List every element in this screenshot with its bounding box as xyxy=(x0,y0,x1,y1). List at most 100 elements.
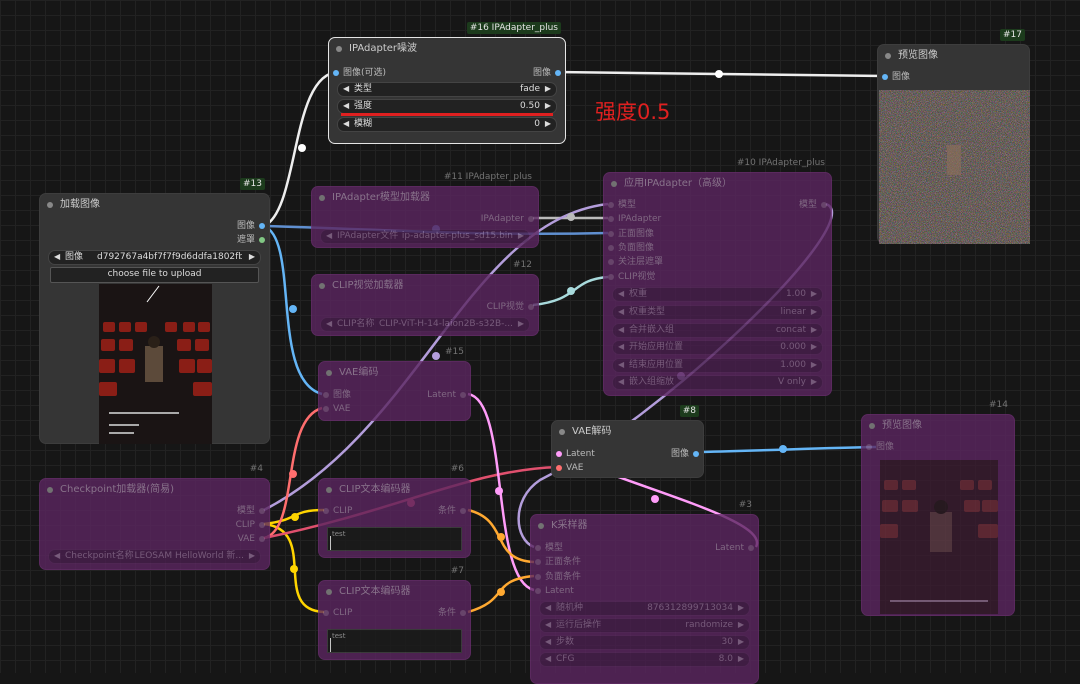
output-slot-latent[interactable]: Latent xyxy=(427,389,466,401)
node-ipadapter-loader[interactable]: #11 IPAdapter_plus IPAdapter模型加载器 IPAdap… xyxy=(311,172,539,248)
node-title[interactable]: CLIP文本编码器 xyxy=(319,581,470,603)
widget-image-file[interactable]: ◀图像d792767a4bf7f7f9d6ddfa1802fb76...▶ xyxy=(48,250,261,265)
output-slot-clip-vision[interactable]: CLIP视觉 xyxy=(487,301,534,313)
input-slot-image[interactable]: 图像 xyxy=(323,389,351,401)
input-slot-vae[interactable]: VAE xyxy=(556,462,583,474)
input-slot-positive-image[interactable]: 正面图像 xyxy=(608,228,654,240)
arrow-right-icon[interactable]: ▶ xyxy=(248,551,255,560)
arrow-right-icon[interactable]: ▶ xyxy=(810,377,817,386)
arrow-right-icon[interactable]: ▶ xyxy=(810,360,817,369)
upload-button[interactable]: choose file to upload xyxy=(50,267,259,283)
collapse-dot-icon[interactable] xyxy=(47,487,53,493)
arrow-left-icon[interactable]: ◀ xyxy=(343,84,350,93)
input-slot-negative-image[interactable]: 负面图像 xyxy=(608,242,654,254)
input-slot-image[interactable]: 图像 xyxy=(882,71,910,83)
collapse-dot-icon[interactable] xyxy=(559,429,565,435)
output-slot-latent[interactable]: Latent xyxy=(715,542,754,554)
arrow-right-icon[interactable]: ▶ xyxy=(810,289,817,298)
collapse-dot-icon[interactable] xyxy=(611,181,617,187)
arrow-left-icon[interactable]: ◀ xyxy=(343,101,350,110)
arrow-right-icon[interactable]: ▶ xyxy=(544,119,551,128)
arrow-right-icon[interactable]: ▶ xyxy=(517,319,524,328)
collapse-dot-icon[interactable] xyxy=(326,370,332,376)
arrow-right-icon[interactable]: ▶ xyxy=(544,84,551,93)
node-vae-decode[interactable]: #8 VAE解码 Latent VAE 图像 xyxy=(551,405,704,478)
node-title[interactable]: 加载图像 xyxy=(40,194,269,216)
output-slot-conditioning[interactable]: 条件 xyxy=(438,607,466,619)
input-slot-negative[interactable]: 负面条件 xyxy=(535,571,581,583)
arrow-right-icon[interactable]: ▶ xyxy=(737,654,744,663)
node-title[interactable]: IPAdapter噪波 xyxy=(329,38,565,60)
arrow-right-icon[interactable]: ▶ xyxy=(517,231,524,240)
collapse-dot-icon[interactable] xyxy=(319,195,325,201)
node-ipadapter-noise[interactable]: #16 IPAdapter_plus IPAdapter噪波 图像(可选) 图像… xyxy=(328,22,566,144)
collapse-dot-icon[interactable] xyxy=(869,423,875,429)
input-slot-clip-vision[interactable]: CLIP视觉 xyxy=(608,271,655,283)
arrow-left-icon[interactable]: ◀ xyxy=(545,620,552,629)
arrow-left-icon[interactable]: ◀ xyxy=(545,603,552,612)
node-title[interactable]: K采样器 xyxy=(531,515,758,537)
input-slot-model[interactable]: 模型 xyxy=(535,542,563,554)
wire-decode-to-preview[interactable] xyxy=(699,445,877,454)
arrow-left-icon[interactable]: ◀ xyxy=(618,307,625,316)
collapse-dot-icon[interactable] xyxy=(326,487,332,493)
input-slot-clip[interactable]: CLIP xyxy=(323,505,352,517)
arrow-left-icon[interactable]: ◀ xyxy=(618,360,625,369)
output-slot-image[interactable]: 图像 xyxy=(237,220,265,232)
arrow-right-icon[interactable]: ▶ xyxy=(810,307,817,316)
output-slot-vae[interactable]: VAE xyxy=(238,533,265,545)
collapse-dot-icon[interactable] xyxy=(47,202,53,208)
collapse-dot-icon[interactable] xyxy=(336,46,342,52)
input-slot-clip[interactable]: CLIP xyxy=(323,607,352,619)
collapse-dot-icon[interactable] xyxy=(538,523,544,529)
node-title[interactable]: VAE编码 xyxy=(319,362,470,384)
output-slot-image[interactable]: 图像 xyxy=(533,67,561,79)
node-title[interactable]: VAE解码 xyxy=(552,421,703,443)
arrow-right-icon[interactable]: ▶ xyxy=(248,252,255,261)
arrow-right-icon[interactable]: ▶ xyxy=(810,342,817,351)
node-preview-14[interactable]: #14 预览图像 图像 xyxy=(861,400,1015,616)
arrow-left-icon[interactable]: ◀ xyxy=(326,231,333,240)
input-slot-ipadapter[interactable]: IPAdapter xyxy=(608,213,661,225)
node-clip-text-encode-negative[interactable]: #7 CLIP文本编码器 CLIP 条件 test xyxy=(318,566,471,660)
input-slot-latent[interactable]: Latent xyxy=(535,585,574,597)
collapse-dot-icon[interactable] xyxy=(326,589,332,595)
output-slot-model[interactable]: 模型 xyxy=(799,199,827,211)
output-slot-clip[interactable]: CLIP xyxy=(236,519,265,531)
input-slot-model[interactable]: 模型 xyxy=(608,199,636,211)
arrow-right-icon[interactable]: ▶ xyxy=(737,637,744,646)
input-slot-image[interactable]: 图像 xyxy=(866,441,894,453)
output-slot-model[interactable]: 模型 xyxy=(237,505,265,517)
node-vae-encode[interactable]: #15 VAE编码 图像 VAE Latent xyxy=(318,347,471,421)
node-checkpoint-loader[interactable]: #4 Checkpoint加载器(简易) 模型 CLIP VAE ◀Checkp… xyxy=(39,464,270,570)
arrow-left-icon[interactable]: ◀ xyxy=(618,325,625,334)
node-title[interactable]: Checkpoint加载器(简易) xyxy=(40,479,269,501)
input-slot-attention-mask[interactable]: 关注层遮罩 xyxy=(608,256,663,268)
prompt-textarea[interactable]: test xyxy=(327,629,462,653)
output-slot-conditioning[interactable]: 条件 xyxy=(438,505,466,517)
node-preview-17[interactable]: #17 预览图像 图像 xyxy=(877,29,1030,244)
arrow-left-icon[interactable]: ◀ xyxy=(54,551,61,560)
arrow-left-icon[interactable]: ◀ xyxy=(618,342,625,351)
wire-image-to-vaeenc[interactable] xyxy=(263,224,323,396)
node-apply-ipadapter[interactable]: #10 IPAdapter_plus 应用IPAdapter（高级） 模型 IP… xyxy=(603,158,832,396)
